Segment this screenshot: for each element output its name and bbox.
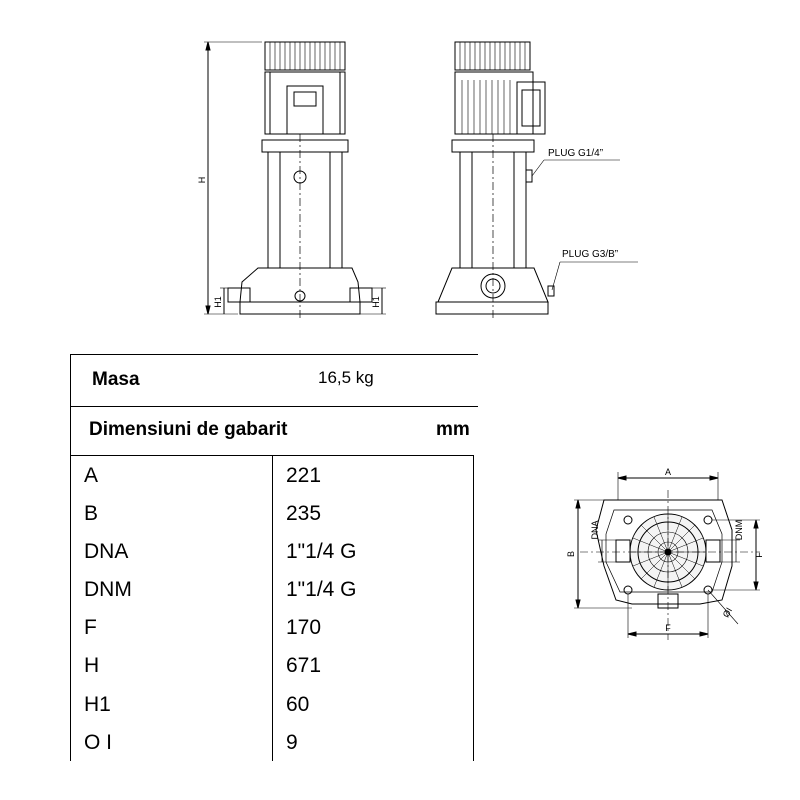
dim-h-label: H <box>197 177 207 184</box>
dim-h1-left-label: H1 <box>213 296 223 308</box>
row-value-f: 170 <box>286 616 322 639</box>
dim-b-label: B <box>566 551 576 557</box>
dim-h1-right-label: H1 <box>371 296 381 308</box>
specifications-table: Masa 16,5 kg Dimensiuni de gabarit mm A … <box>70 354 478 761</box>
row-key-dnm: DNM <box>84 578 132 601</box>
row-key-b: B <box>84 502 99 525</box>
row-key-h: H <box>84 654 100 677</box>
row-value-dna: 1"1/4 G <box>286 540 357 563</box>
row-key-dna: DNA <box>84 540 129 563</box>
dim-f-bottom-label: F <box>665 623 671 633</box>
plug-bottom-label: PLUG G3/B” <box>562 249 618 260</box>
plug-top-label: PLUG G1/4” <box>548 148 603 159</box>
row-value-oi: 9 <box>286 731 298 754</box>
dim-a-label: A <box>665 467 671 477</box>
dim-dna-label: DNA <box>590 520 600 539</box>
dimensions-label: Dimensiuni de gabarit <box>89 419 288 440</box>
table-left-border <box>70 354 71 761</box>
row-key-a: A <box>84 464 99 487</box>
dimensions-unit: mm <box>436 419 470 440</box>
dim-oi-label: ØI <box>721 606 734 619</box>
mass-value: 16,5 kg <box>318 368 374 387</box>
base-view <box>574 472 760 640</box>
row-key-h1: H1 <box>84 693 111 716</box>
front-view <box>204 41 386 320</box>
row-value-h1: 60 <box>286 693 310 716</box>
table-rule-top <box>70 354 478 355</box>
table-right-border <box>473 455 474 761</box>
table-column-divider <box>272 455 273 761</box>
row-key-f: F <box>84 616 97 639</box>
side-view <box>435 41 638 320</box>
dim-f-right-label: F <box>754 552 764 558</box>
row-value-dnm: 1"1/4 G <box>286 578 357 601</box>
row-value-h: 671 <box>286 654 322 677</box>
table-rule-mass <box>70 406 478 407</box>
mass-label: Masa <box>92 369 140 390</box>
row-value-b: 235 <box>286 502 322 525</box>
row-key-oi: O I <box>84 731 113 754</box>
dim-dnm-label: DNM <box>734 520 744 541</box>
row-value-a: 221 <box>286 464 322 487</box>
